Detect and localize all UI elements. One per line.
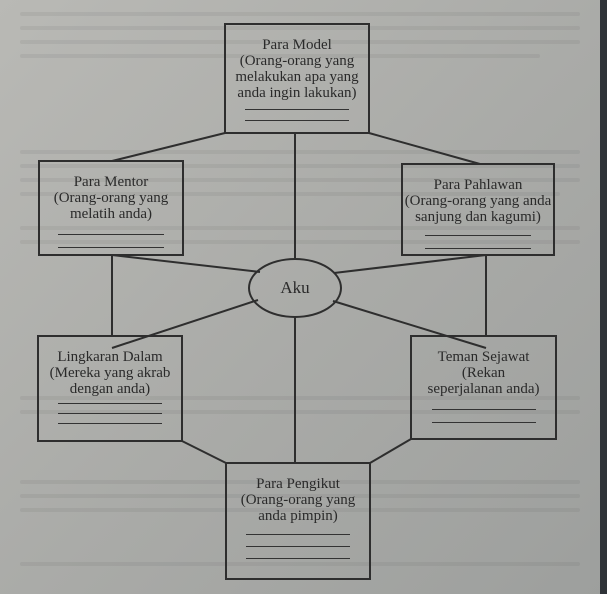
background-text-line — [20, 396, 580, 400]
blank-line — [431, 422, 536, 423]
connector-teman-pengikut — [369, 438, 412, 464]
background-text-line — [20, 226, 580, 230]
center-node-aku: Aku — [248, 258, 342, 318]
box-title: Para Pengikut — [256, 476, 340, 492]
blank-line — [58, 234, 164, 235]
box-description: (Orang-orang yang anda pimpin) — [240, 492, 356, 524]
connector-model-mentor — [111, 132, 226, 162]
box-description: (Mereka yang akrab dengan anda) — [49, 365, 171, 397]
box-para-pahlawan: Para Pahlawan (Orang-orang yang anda san… — [401, 163, 555, 256]
box-description: (Orang-orang yang anda sanjung dan kagum… — [404, 193, 552, 225]
background-text-line — [20, 26, 580, 30]
background-text-line — [20, 508, 580, 512]
connector-aku-pahlawan — [333, 254, 487, 274]
background-text-line — [20, 240, 580, 244]
box-title: Teman Sejawat — [437, 349, 530, 365]
blank-line — [245, 120, 349, 121]
connector-aku-teman — [332, 300, 487, 349]
background-text-line — [20, 12, 580, 16]
connector-aku-lingkaran — [111, 299, 259, 349]
blank-line — [246, 546, 350, 547]
background-text-line — [20, 54, 540, 58]
box-teman-sejawat: Teman Sejawat (Rekan seperjalanan anda) — [410, 335, 557, 440]
background-text-line — [20, 192, 560, 196]
blank-line — [245, 109, 349, 110]
background-text-line — [20, 410, 580, 414]
blank-line — [425, 248, 531, 249]
box-para-model: Para Model (Orang-orang yang melakukan a… — [224, 23, 370, 134]
background-text-line — [20, 178, 580, 182]
blank-line — [246, 558, 350, 559]
background-text-line — [20, 40, 580, 44]
background-text-line — [20, 562, 580, 566]
box-lingkaran-dalam: Lingkaran Dalam (Mereka yang akrab denga… — [37, 335, 183, 442]
page-edge — [600, 0, 607, 594]
blank-line — [58, 247, 164, 248]
background-text-line — [20, 480, 580, 484]
box-description: (Orang-orang yang melakukan apa yang and… — [235, 53, 359, 101]
connector-lingkaran-pengikut — [181, 440, 227, 464]
box-description: (Rekan seperjalanan anda) — [427, 365, 540, 397]
blank-line — [425, 235, 531, 236]
box-title: Lingkaran Dalam — [57, 349, 163, 365]
box-title: Para Mentor — [73, 174, 149, 190]
background-text-line — [20, 150, 580, 154]
background-text-line — [20, 164, 580, 168]
blank-line — [58, 403, 162, 404]
connector-model-pahlawan — [368, 132, 481, 165]
blank-line — [58, 423, 162, 424]
box-description: (Orang-orang yang melatih anda) — [53, 190, 169, 222]
blank-line — [246, 534, 350, 535]
blank-line — [431, 409, 536, 410]
box-para-pengikut: Para Pengikut (Orang-orang yang anda pim… — [225, 462, 371, 580]
connector-aku-mentor — [111, 254, 261, 273]
box-title: Para Model — [262, 37, 332, 53]
blank-line — [58, 413, 162, 414]
background-text-line — [20, 494, 580, 498]
box-title: Para Pahlawan — [433, 177, 523, 193]
center-label: Aku — [280, 278, 310, 297]
box-para-mentor: Para Mentor (Orang-orang yang melatih an… — [38, 160, 184, 256]
